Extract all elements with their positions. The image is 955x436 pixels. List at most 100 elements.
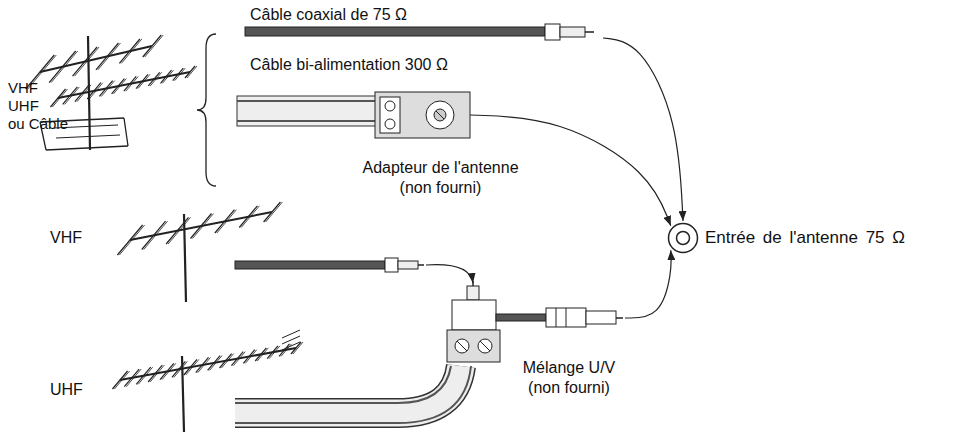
coax-cable-label: Câble coaxial de 75 Ω: [245, 4, 603, 44]
twin-lead-cable: [237, 96, 377, 126]
antenna-element: [99, 81, 112, 97]
antenna-element: [186, 359, 199, 375]
antenna-element: [217, 210, 237, 233]
band-label: UHF: [8, 97, 39, 115]
band-label: VHF: [50, 229, 82, 247]
antenna-element: [267, 346, 278, 359]
antenna-element: [98, 43, 121, 70]
antenna-element: [187, 66, 197, 78]
antenna-element: [144, 221, 168, 249]
antenna-element: [233, 352, 245, 366]
antenna-element: [143, 35, 161, 57]
antenna-element: [193, 214, 214, 239]
arrow: [426, 265, 473, 283]
antenna-element: [136, 74, 148, 88]
antenna-element: [75, 85, 89, 102]
antenna-element: [184, 359, 197, 375]
accessory-part: Mélange U/V (non fourni): [447, 286, 625, 362]
antenna-element: [49, 51, 76, 83]
antenna-element: [101, 81, 114, 97]
antenna-element: [257, 348, 268, 361]
antenna-element: [126, 76, 138, 91]
antenna-element: [173, 68, 184, 81]
wall-bracket: [56, 135, 120, 138]
antenna-element: [255, 348, 266, 361]
antenna-element: [245, 350, 256, 364]
antenna-element: [124, 76, 136, 91]
antenna-element: [269, 346, 280, 359]
antenna-element: [114, 371, 129, 389]
part-label: Mélange U/V (non fourni): [513, 358, 625, 398]
coax-cable: [245, 24, 594, 40]
antenna-element: [196, 357, 209, 372]
cable-label: Câble bi-alimentation 300 Ω: [250, 56, 448, 74]
antenna-element: [52, 89, 67, 107]
antenna-element: [112, 79, 125, 94]
antenna-element: [162, 363, 176, 379]
antenna-element: [145, 35, 163, 57]
antenna-input: Entrée de l'antenne 75 Ω: [667, 222, 905, 254]
antenna-element: [168, 217, 190, 244]
antenna-element: [220, 354, 232, 368]
antenna-boom: [40, 46, 152, 72]
antenna-element: [279, 344, 289, 356]
antenna-element: [293, 342, 303, 354]
antenna-element: [119, 39, 139, 63]
antenna-element: [119, 225, 144, 255]
antenna-element: [150, 72, 161, 86]
antenna-element: [172, 361, 185, 377]
antenna-element: [160, 363, 174, 379]
antenna-element: [198, 357, 211, 372]
antenna-element: [241, 206, 259, 228]
antenna-element: [121, 39, 141, 63]
antenna-element: [175, 68, 186, 81]
antenna-element: [185, 66, 195, 78]
antenna-element: [264, 202, 281, 222]
band-label: UHF: [50, 381, 83, 399]
antenna-element: [208, 356, 220, 371]
antenna-jack: [667, 222, 699, 254]
antenna-element: [73, 47, 98, 76]
antenna-element: [161, 70, 172, 83]
antenna-element: [114, 79, 127, 94]
antenna-boom: [58, 72, 190, 98]
wall-bracket: [124, 118, 128, 146]
wall-bracket: [46, 146, 128, 150]
connection-arrow: [603, 38, 683, 221]
antenna-element: [174, 361, 187, 377]
band-label: ou Câble: [8, 115, 68, 133]
antenna-element: [138, 74, 150, 88]
u-v-mixer: [447, 281, 623, 362]
coax-cable: [235, 258, 424, 272]
antenna-element: [148, 72, 159, 86]
brace: [197, 34, 216, 186]
antenna-element: [191, 214, 212, 239]
antenna-element: [96, 43, 119, 70]
antenna-element: [239, 206, 257, 228]
antenna-element: [243, 350, 254, 364]
antenna-element: [231, 352, 243, 366]
accessory-part: Adapteur de l'antenne (non fourni): [375, 92, 470, 138]
antenna-element: [75, 47, 100, 76]
antenna-adapter: [375, 92, 470, 138]
antenna-reflector: [282, 342, 300, 350]
band-label: VHF: [8, 79, 38, 97]
antenna-element: [77, 85, 91, 102]
antenna-mast: [184, 214, 186, 302]
antenna-element: [87, 83, 101, 99]
antenna-element: [142, 221, 166, 249]
antenna-element: [163, 70, 174, 83]
part-label: Adapteur de l'antenne (non fourni): [353, 158, 528, 198]
connection-arrow: [625, 250, 671, 318]
antenna-element: [166, 217, 188, 244]
antenna-element: [89, 83, 103, 99]
antenna-element: [117, 225, 142, 255]
antenna-element: [51, 51, 78, 83]
antenna-element: [215, 210, 235, 233]
input-label: Entrée de l'antenne 75 Ω: [705, 228, 905, 248]
part-label: Câble coaxial de 75 Ω: [245, 4, 603, 25]
twin-lead-cable: [235, 366, 471, 423]
antenna-element: [266, 202, 283, 222]
